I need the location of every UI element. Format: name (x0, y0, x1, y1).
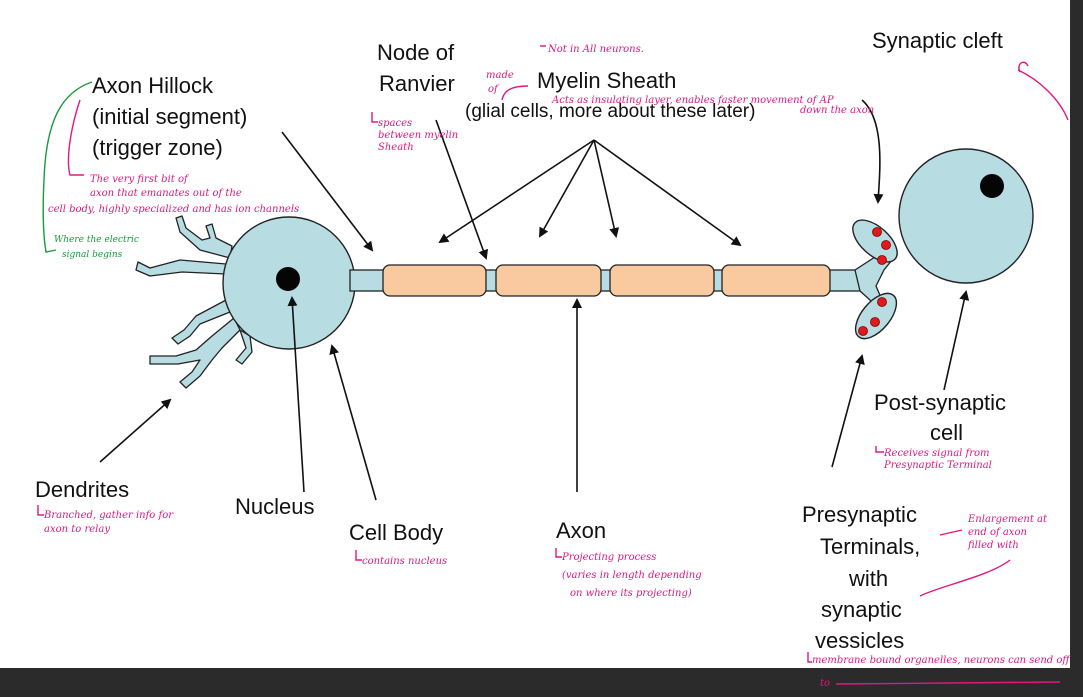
presynaptic-note-3: filled with (967, 540, 1019, 551)
made-of-note-2: of (488, 84, 500, 95)
synaptic-vesicle (877, 255, 887, 265)
axon-note-3: on where its projecting) (570, 588, 692, 599)
presynaptic-synaptic-label: synaptic (821, 597, 902, 622)
synaptic-vesicle (858, 326, 868, 336)
post-synaptic-label: Post-synaptic (874, 390, 1006, 415)
glial-cells-label: (glial cells, more about these later) (465, 101, 755, 122)
presynaptic-vessicles-label: vessicles (815, 628, 904, 653)
green-annotations: Where the electric signal begins (42, 81, 139, 260)
nucleus-label: Nucleus (235, 494, 314, 519)
myelin-note: Acts as insulating layer, enables faster… (551, 95, 834, 106)
presynaptic-terminals-shape (852, 219, 898, 340)
axon-label: Axon (556, 518, 606, 543)
post-synaptic-cell-shape (898, 148, 1034, 284)
axon-note: Projecting process (561, 552, 656, 563)
electric-note: Where the electric (54, 235, 139, 245)
bottom-dark-bar (0, 668, 1083, 697)
hillock-note: The very first bit of (90, 174, 190, 185)
presynaptic-note-2: end of axon (968, 527, 1027, 538)
dendrites-note-2: axon to relay (44, 524, 110, 535)
synaptic-cleft-label: Synaptic cleft (872, 28, 1003, 53)
post-synaptic-note-2: Presynaptic Terminal (883, 460, 992, 471)
hillock-note-2: axon that emanates out of the (90, 188, 242, 199)
electric-note-2: signal begins (62, 250, 123, 260)
presynaptic-label: Presynaptic (802, 502, 917, 527)
not-all-neurons-note: Not in All neurons. (547, 44, 644, 55)
right-dark-edge (1070, 0, 1083, 697)
synaptic-vesicle (870, 317, 880, 327)
to-note: to (820, 678, 830, 689)
synaptic-vesicle (877, 297, 887, 307)
ranvier-note: spaces (378, 118, 412, 129)
ranvier-note-2: between myelin (378, 130, 458, 141)
synaptic-vesicle (881, 240, 891, 250)
node-of-ranvier-label: Node of (377, 40, 455, 65)
dendrites-label: Dendrites (35, 477, 129, 502)
myelin-segment (495, 264, 602, 297)
myelin-segment (609, 264, 715, 297)
axon-hillock-sub-label: (initial segment) (92, 104, 247, 129)
presynaptic-note: Enlargement at (967, 514, 1048, 525)
cell-body-note: contains nucleus (362, 556, 447, 567)
myelin-note-2: down the axon (800, 105, 874, 116)
node-of-ranvier-label-2: Ranvier (379, 71, 455, 96)
trigger-zone-label: (trigger zone) (92, 135, 223, 160)
label-arrows (99, 99, 970, 501)
dendrites-note: Branched, gather info for (43, 510, 174, 521)
myelin-segment (382, 264, 487, 297)
post-synaptic-cell-label: cell (930, 420, 963, 445)
post-synaptic-note: Receives signal from (883, 448, 990, 459)
ranvier-note-3: Sheath (378, 142, 414, 153)
vesicle-note: membrane bound organelles, neurons can s… (812, 655, 1071, 666)
axon-note-2: (varies in length depending (562, 570, 702, 581)
hillock-note-3: cell body, highly specialized and has io… (48, 204, 299, 215)
synaptic-vesicle (872, 227, 882, 237)
axon-hillock-label: Axon Hillock (92, 73, 214, 98)
pink-annotations: Not in All neurons. made of Acts as insu… (37, 44, 1071, 689)
presynaptic-with-label: with (848, 566, 888, 591)
made-of-note: made (486, 70, 514, 81)
myelin-segment (721, 264, 831, 297)
post-synaptic-nucleus (980, 174, 1004, 198)
cell-body-label: Cell Body (349, 520, 443, 545)
myelin-sheath-label: Myelin Sheath (537, 68, 676, 93)
presynaptic-terminals-label: Terminals, (820, 534, 920, 559)
dendrites-shape (135, 215, 253, 389)
nucleus-shape (276, 267, 300, 291)
